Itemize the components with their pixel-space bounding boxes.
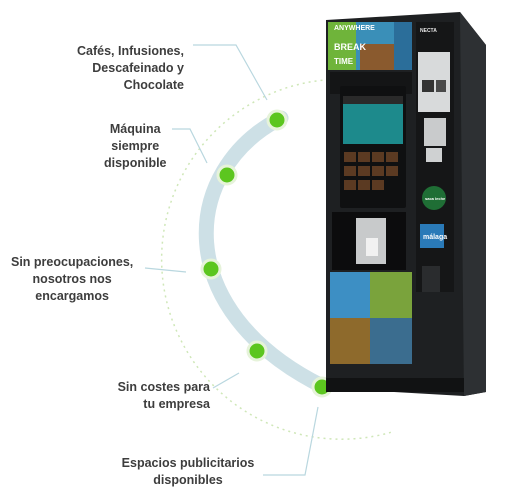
side-ad-text: málaga [423, 234, 447, 241]
banner-text-2: BREAK [334, 42, 367, 52]
screen-product-tiles [344, 152, 398, 190]
connector-4 [212, 372, 240, 389]
feature-always-available: Máquina siempre disponible [104, 122, 167, 170]
side-ad [420, 224, 444, 248]
green-dot-3 [200, 258, 222, 280]
green-dot-1 [266, 109, 288, 131]
machine-side [460, 12, 486, 396]
green-dot-4 [246, 340, 268, 362]
feature-no-worries: Sin preocupaciones, nosotros nos encarga… [11, 255, 134, 303]
machine-base [326, 378, 464, 392]
cup [366, 238, 378, 256]
feature-ad-spaces: Espacios publicitarios disponibles [121, 456, 255, 487]
banner-text-1: ANYWHERE [334, 25, 375, 32]
brand-badge: NECTA [420, 28, 437, 34]
connector-2 [172, 128, 208, 164]
banner-text-3: TIME [334, 57, 354, 66]
connector-5 [263, 406, 319, 476]
feature-coffee-options: Cafés, Infusiones, Descafeinado y Chocol… [77, 44, 184, 92]
side-badge [422, 186, 446, 210]
blue-arc [198, 110, 330, 394]
feature-no-costs: Sin costes para tu empresa [117, 380, 210, 411]
machine-labels: ANYWHERE BREAK TIME NECTA saca leche mál… [334, 25, 447, 241]
side-badge-text: saca leche [425, 196, 446, 201]
connector-3 [144, 267, 187, 273]
coin-panel [424, 118, 446, 146]
vending-machine [326, 12, 486, 396]
green-dots [200, 109, 333, 398]
connector-lines [144, 44, 319, 476]
green-dot-2 [216, 164, 238, 186]
connector-1 [193, 44, 268, 101]
